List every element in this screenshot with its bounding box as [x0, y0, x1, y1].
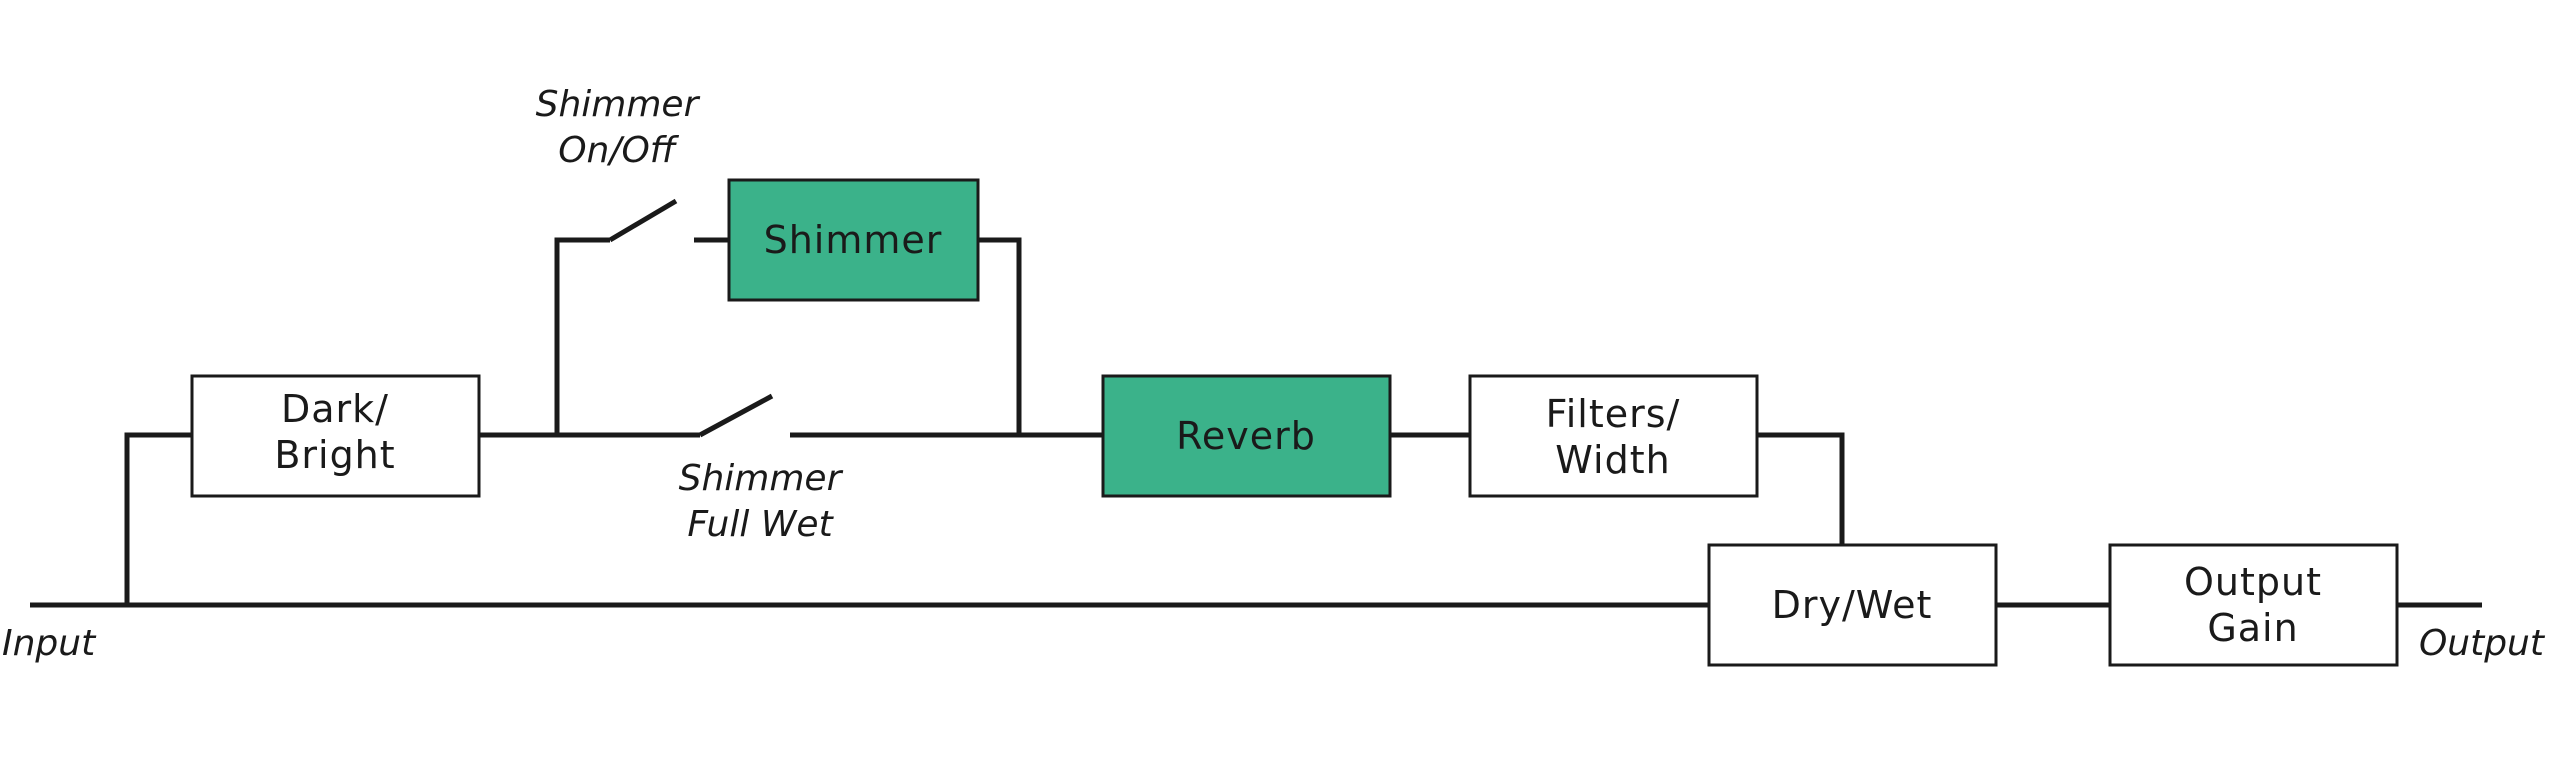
shimmer-full-wet-label-line1: Shimmer — [679, 458, 844, 499]
shimmer-full-wet-switch-arm[interactable] — [698, 393, 774, 438]
reverb-block[interactable]: Reverb — [1101, 374, 1392, 498]
split-to-shimmer-switch-wire — [554, 237, 610, 435]
shimmer-return-wire — [978, 237, 1022, 435]
output-label: Output — [2419, 623, 2546, 664]
shimmer-block[interactable]: Shimmer — [727, 178, 980, 302]
shimmer-label: Shimmer — [764, 218, 943, 262]
shimmer-full-wet-label-line2: Full Wet — [687, 504, 834, 545]
output-gain-block[interactable]: Output Gain — [2108, 543, 2399, 667]
reverb-label: Reverb — [1176, 414, 1316, 458]
shimmer-on-off-label-line1: Shimmer — [536, 84, 701, 125]
filters-width-label-line1: Filters/ — [1546, 392, 1681, 436]
input-to-dark-bright-wire — [124, 432, 192, 605]
dry-wet-label: Dry/Wet — [1772, 583, 1933, 627]
input-label: Input — [2, 623, 97, 664]
dark-bright-label-line2: Bright — [274, 433, 395, 477]
dark-bright-label-line1: Dark/ — [281, 387, 389, 431]
shimmer-on-off-switch-arm[interactable] — [608, 198, 678, 243]
dark-bright-block[interactable]: Dark/ Bright — [190, 374, 481, 498]
output-gain-label-line2: Gain — [2207, 606, 2298, 650]
filters-to-dry-wet-wire — [1757, 432, 1845, 545]
filters-width-label-line2: Width — [1555, 438, 1670, 482]
output-gain-label-line1: Output — [2184, 560, 2322, 604]
shimmer-on-off-label-line2: On/Off — [558, 130, 680, 171]
filters-width-block[interactable]: Filters/ Width — [1468, 374, 1759, 498]
dry-wet-block[interactable]: Dry/Wet — [1707, 543, 1998, 667]
